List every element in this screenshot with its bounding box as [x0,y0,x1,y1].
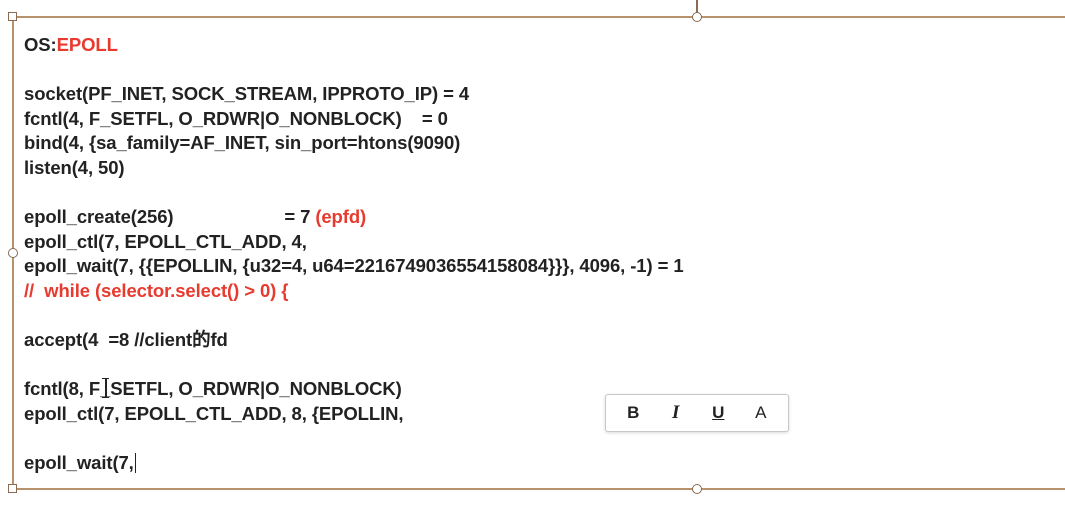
code-text: epoll_ctl(7, EPOLL_CTL_ADD, 4, [24,230,307,252]
code-text: listen(4, 50) [24,156,125,178]
code-line: epoll_wait(7, [24,451,1054,476]
bold-button[interactable]: B [627,403,640,422]
resize-handle-top-left[interactable] [8,12,17,21]
code-line: epoll_ctl(7, EPOLL_CTL_ADD, 4, [24,230,1054,255]
code-line [24,353,1054,378]
code-line: fcntl(8, F_SETFL, O_RDWR|O_NONBLOCK) [24,377,1054,402]
code-text: fcntl(8, F_SETFL, O_RDWR|O_NONBLOCK) [24,378,402,400]
code-line: OS:EPOLL [24,33,1054,58]
highlighted-text: while (selector.select() > 0) { [44,279,289,301]
text-box-content[interactable]: OS:EPOLL socket(PF_INET, SOCK_STREAM, IPP… [24,33,1054,476]
format-toolbar: B I U A [605,394,789,432]
font-color-button[interactable]: A [755,403,767,422]
code-text: OS: [24,34,57,55]
code-line [24,181,1054,206]
resize-handle-top-center[interactable] [692,12,702,22]
code-line: listen(4, 50) [24,156,1054,181]
code-text: accept(4 =8 //client的fd [24,329,228,351]
code-line [24,304,1054,329]
resize-handle-bottom-left[interactable] [8,484,17,493]
code-line: fcntl(4, F_SETFL, O_RDWR|O_NONBLOCK) = 0 [24,107,1054,132]
code-text: epoll_wait(7, [24,452,134,474]
code-text: socket(PF_INET, SOCK_STREAM, IPPROTO_IP)… [24,83,470,105]
code-line [24,427,1054,452]
code-line: epoll_create(256) = 7 (epfd) [24,205,1054,230]
frame-top-border [13,16,1065,18]
code-text: epoll_create(256) = 7 [24,206,316,228]
resize-handle-bottom-center[interactable] [692,484,702,494]
highlighted-text: (epfd) [315,206,367,228]
italic-button[interactable]: I [672,402,680,423]
code-line [24,58,1054,83]
text-caret [134,453,137,474]
code-text: epoll_wait(7, {{EPOLLIN, {u32=4, u64=221… [24,255,684,277]
code-line: accept(4 =8 //client的fd [24,328,1054,353]
highlighted-text: // [24,279,45,301]
code-line: epoll_ctl(7, EPOLL_CTL_ADD, 8, {EPOLLIN, [24,402,1054,427]
code-line: epoll_wait(7, {{EPOLLIN, {u32=4, u64=221… [24,254,1054,279]
highlighted-text: EPOLL [56,34,118,55]
code-line: socket(PF_INET, SOCK_STREAM, IPPROTO_IP)… [24,82,1054,107]
code-text: fcntl(4, F_SETFL, O_RDWR|O_NONBLOCK) = 0 [24,107,448,129]
resize-handle-middle-left[interactable] [8,248,18,258]
underline-button[interactable]: U [712,403,725,422]
code-line: bind(4, {sa_family=AF_INET, sin_port=hto… [24,131,1054,156]
code-line: // while (selector.select() > 0) { [24,279,1054,304]
code-text: bind(4, {sa_family=AF_INET, sin_port=hto… [24,132,461,154]
text-cursor-ibeam-icon [102,378,109,398]
frame-bottom-border [13,488,1065,490]
code-text: epoll_ctl(7, EPOLL_CTL_ADD, 8, {EPOLLIN, [24,402,404,424]
rotate-handle-stem [696,0,698,13]
